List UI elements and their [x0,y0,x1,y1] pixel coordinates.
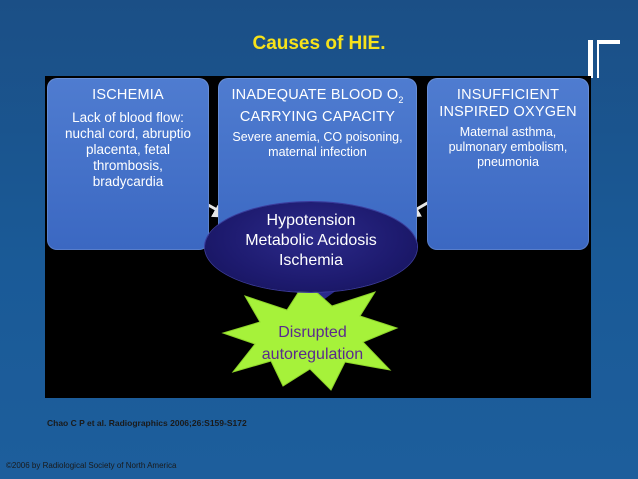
copyright: ©2006 by Radiological Society of North A… [6,461,177,470]
cause-details: Lack of blood flow: nuchal cord, abrupti… [47,110,209,190]
citation: Chao C P et al. Radiographics 2006;26:S1… [47,418,247,428]
cause-box-ischemia: ISCHEMIA Lack of blood flow: nuchal cord… [47,78,209,250]
cause-detail-line: Lack of blood flow: [72,110,184,125]
starburst-shape [221,281,399,391]
diagram-panel: ISCHEMIA Lack of blood flow: nuchal cord… [45,76,591,398]
center-line: Metabolic Acidosis [245,232,377,249]
outcome-text: Disrupted autoregulation [230,322,395,366]
cause-title-main: INADEQUATE BLOOD O [231,87,399,103]
decorative-bar [588,40,593,78]
cause-details: Severe anemia, CO poisoning, maternal in… [218,130,417,160]
center-line: Ischemia [278,252,344,269]
cause-detail-line: nuchal cord, abruptio [64,126,192,141]
cause-detail-line: Severe anemia, CO poisoning, [232,129,403,144]
cause-title: INADEQUATE BLOOD O2 CARRYING CAPACITY [218,87,417,126]
cause-detail-line: Maternal asthma, [459,125,557,139]
cause-detail-line: pulmonary embolism, [448,140,568,154]
cause-title-line: CARRYING CAPACITY [239,108,396,125]
center-text: Hypotension Metabolic Acidosis Ischemia [205,211,417,271]
cause-detail-line: pneumonia [477,155,539,169]
cause-title: INSUFFICIENT INSPIRED OXYGEN [427,87,589,121]
cause-details: Maternal asthma, pulmonary embolism, pne… [427,125,589,170]
slide-title: Causes of HIE. [252,33,386,54]
cause-title: ISCHEMIA [92,87,164,103]
cause-box-insufficient-oxygen: INSUFFICIENT INSPIRED OXYGEN Maternal as… [427,78,589,250]
cause-title-line: INSUFFICIENT [456,87,560,103]
cause-title-subscript: 2 [398,94,404,105]
cause-detail-line: placenta, fetal thrombosis, [85,142,171,173]
center-line: Hypotension [266,212,356,229]
decorative-bar [597,40,620,44]
decorative-bar [597,40,599,78]
cause-title-line: INSPIRED OXYGEN [439,104,577,120]
center-ellipse: Hypotension Metabolic Acidosis Ischemia [205,202,417,292]
outcome-line: autoregulation [261,346,364,363]
cause-detail-line: bradycardia [92,174,164,189]
outcome-line: Disrupted [278,324,347,341]
cause-detail-line: maternal infection [268,144,367,159]
